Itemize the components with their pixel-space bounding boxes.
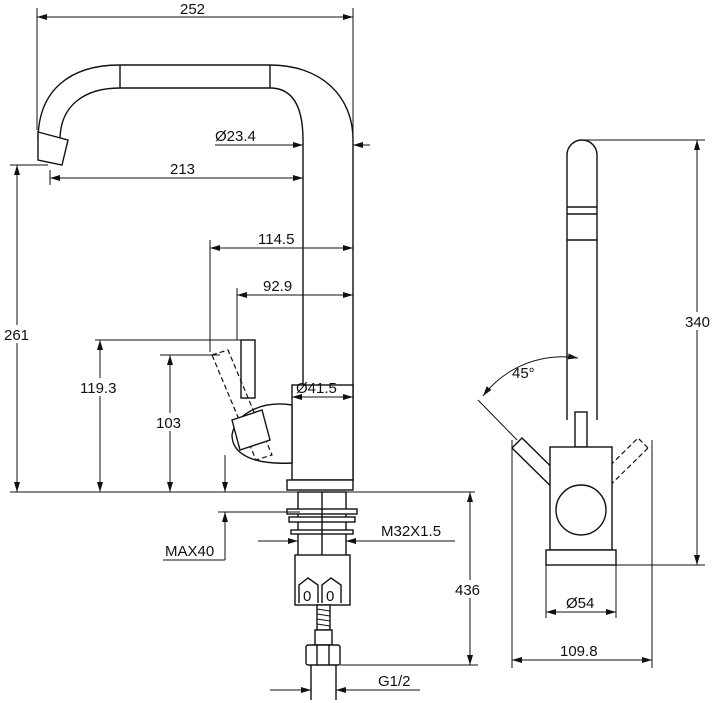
dim-spout-reach: 213 — [170, 161, 195, 178]
dim-shank-thread: M32X1.5 — [381, 523, 441, 540]
dim-side-width: 109.8 — [560, 643, 598, 660]
handle-lever — [240, 339, 256, 399]
dim-max-deck-thickness: MAX40 — [165, 543, 214, 560]
aerator — [37, 131, 69, 166]
dim-hose-length: 436 — [455, 582, 480, 599]
dim-spout-diameter: Ø23.4 — [215, 128, 256, 145]
nut-mark: 0 — [326, 588, 334, 605]
front-dimensions: 252 Ø23.4 213 114.5 92.9 Ø41.5 261 119.3… — [2, 1, 488, 693]
dim-body-diameter: Ø41.5 — [296, 380, 337, 397]
dim-hose-connection: G1/2 — [378, 673, 411, 690]
side-base — [545, 549, 617, 566]
dim-handle-angle: 45° — [512, 365, 535, 382]
side-dimensions: 340 45° Ø54 109.8 — [477, 139, 716, 668]
dim-handle-height-b: 103 — [156, 415, 181, 432]
dim-handle-offset-b: 92.9 — [263, 278, 292, 295]
base-plate — [286, 479, 354, 491]
dim-side-height: 340 — [685, 314, 710, 331]
dim-total-height: 261 — [4, 327, 29, 344]
side-handle-hub — [555, 484, 607, 536]
dim-overall-reach: 252 — [180, 1, 205, 18]
dim-base-diameter: Ø54 — [566, 595, 594, 612]
side-view — [511, 139, 649, 566]
body — [291, 384, 354, 481]
dim-handle-offset-a: 114.5 — [258, 231, 294, 248]
hose-nut — [305, 644, 341, 666]
nut-mark: 0 — [303, 588, 311, 605]
side-spout — [566, 139, 598, 420]
front-view: 0 0 — [37, 64, 358, 700]
dim-handle-height-a: 119.3 — [80, 380, 116, 397]
